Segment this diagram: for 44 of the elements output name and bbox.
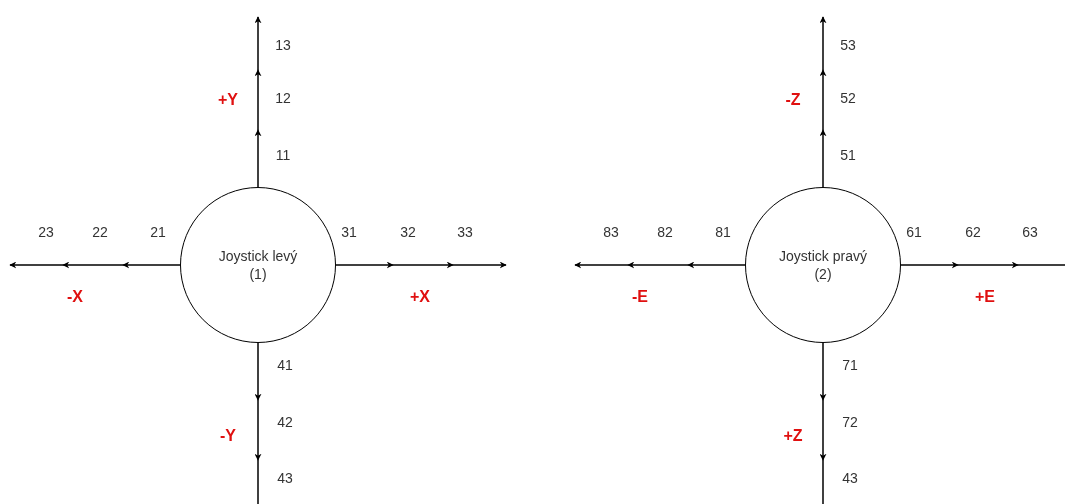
position-number: 13	[275, 37, 291, 53]
axis-label: +Z	[783, 427, 803, 445]
position-number: 63	[1022, 224, 1038, 240]
arrow	[574, 262, 746, 269]
position-number: 42	[277, 414, 293, 430]
axis-label: -X	[67, 288, 83, 306]
position-number: 12	[275, 90, 291, 106]
arrow	[820, 342, 827, 504]
position-number: 43	[842, 470, 858, 486]
axis-label: +X	[410, 288, 430, 306]
position-number: 33	[457, 224, 473, 240]
position-number: 11	[275, 147, 291, 163]
position-number: 21	[150, 224, 166, 240]
axis-label: -Y	[220, 427, 236, 445]
arrow	[335, 262, 507, 269]
position-number: 53	[840, 37, 856, 53]
position-number: 61	[906, 224, 922, 240]
axis-label: +E	[975, 288, 995, 306]
joystick-label: (1)	[249, 265, 267, 283]
arrow	[900, 262, 1065, 269]
position-number: 62	[965, 224, 981, 240]
axis-label: +Y	[218, 91, 238, 109]
position-number: 72	[842, 414, 858, 430]
position-number: 43	[277, 470, 293, 486]
joystick-label: Joystick levý	[218, 247, 298, 265]
position-number: 71	[842, 357, 858, 373]
position-number: 81	[715, 224, 731, 240]
position-number: 52	[840, 90, 856, 106]
position-number: 51	[840, 147, 856, 163]
position-number: 82	[657, 224, 673, 240]
arrow	[820, 16, 827, 188]
arrow	[255, 16, 262, 188]
axis-label: -Z	[785, 91, 801, 109]
position-number: 83	[603, 224, 619, 240]
joystick-label: Joystick pravý	[779, 247, 867, 265]
axis-label: -E	[632, 288, 648, 306]
position-number: 32	[400, 224, 416, 240]
position-number: 22	[92, 224, 108, 240]
position-number: 41	[277, 357, 293, 373]
arrow	[255, 342, 262, 504]
joystick-label: (2)	[814, 265, 832, 283]
position-number: 23	[38, 224, 54, 240]
arrow	[9, 262, 181, 269]
position-number: 31	[341, 224, 357, 240]
